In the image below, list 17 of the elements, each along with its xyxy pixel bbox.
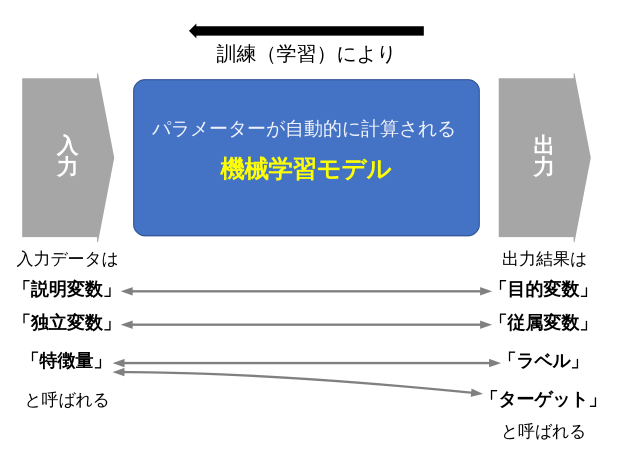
label: と呼ばれる bbox=[24, 390, 110, 411]
node-text: 「ラベル」 bbox=[498, 350, 589, 372]
arrow bbox=[112, 358, 502, 368]
label: 出力結果は bbox=[502, 249, 587, 270]
node-text: 「独立変数」 bbox=[13, 312, 122, 334]
arrow bbox=[120, 320, 492, 329]
node-text: 「目的変数」 bbox=[490, 278, 598, 300]
label: 訓練（学習）により bbox=[216, 42, 397, 66]
arrow bbox=[120, 287, 492, 296]
node-text: 「ターゲット」 bbox=[480, 389, 607, 410]
arrow bbox=[112, 368, 483, 397]
node-box: パラメーターが自動的に計算される 機械学習モデル bbox=[133, 79, 480, 236]
node-text: 「従属変数」 bbox=[490, 312, 598, 334]
label: と呼ばれる bbox=[500, 422, 586, 442]
node-text: 「説明変数」 bbox=[13, 278, 122, 300]
node-text: 「特徴量」 bbox=[21, 350, 112, 372]
label: 入力データは bbox=[16, 249, 118, 270]
